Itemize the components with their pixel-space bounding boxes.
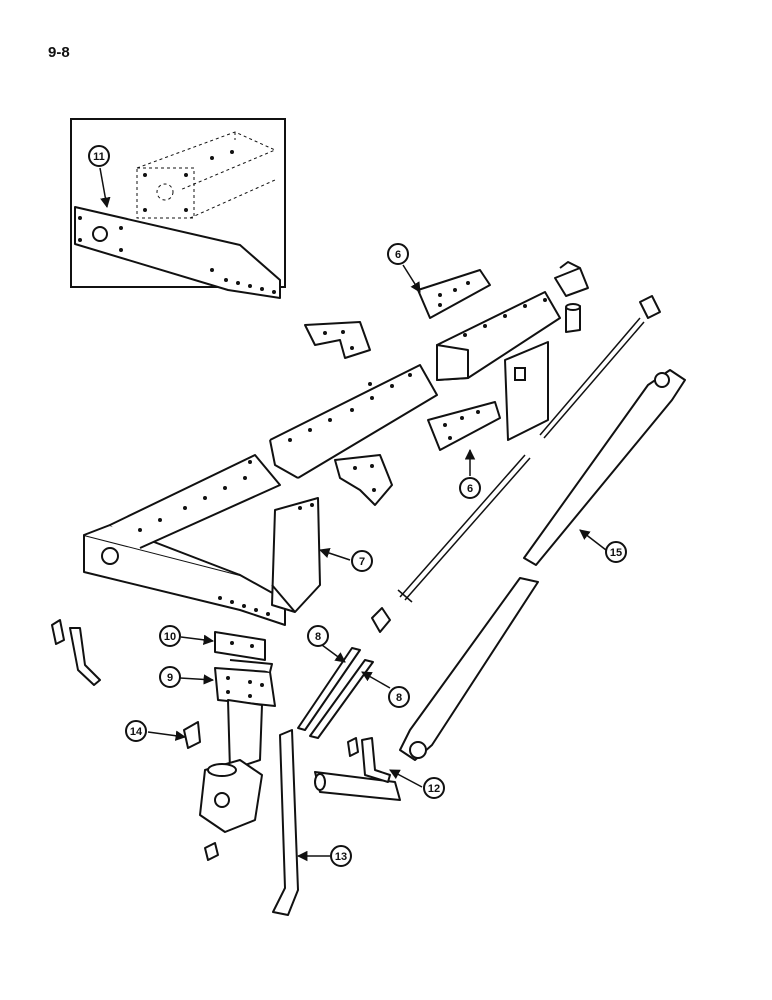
- callout-6-lower: 6: [459, 477, 481, 499]
- clip-left: [51, 619, 101, 686]
- svg-text:6: 6: [467, 483, 473, 495]
- plate-part-9: [214, 659, 276, 707]
- hitch-assembly: [199, 699, 263, 861]
- bracket-part-6-lower: [427, 401, 501, 451]
- callout-9: 9: [159, 666, 181, 688]
- bracket-upper-left: [304, 321, 371, 359]
- callout-8-lower: 8: [388, 686, 410, 708]
- svg-text:14: 14: [130, 726, 143, 738]
- svg-text:8: 8: [396, 692, 402, 704]
- callout-14: 14: [125, 720, 147, 742]
- svg-text:6: 6: [395, 249, 401, 261]
- callout-8-upper: 8: [307, 625, 329, 647]
- bar-part-8: [297, 647, 374, 739]
- svg-text:10: 10: [164, 631, 176, 643]
- plate-part-10: [214, 631, 266, 661]
- bracket-part-6-upper: [417, 269, 491, 319]
- callout-12: 12: [423, 777, 445, 799]
- svg-text:7: 7: [359, 556, 365, 568]
- svg-text:13: 13: [335, 851, 347, 863]
- page-number: 9-8: [48, 44, 70, 61]
- threaded-rod: [397, 295, 661, 603]
- svg-text:15: 15: [610, 547, 622, 559]
- callout-15: 15: [605, 541, 627, 563]
- callout-11: 11: [88, 145, 110, 167]
- svg-text:9: 9: [167, 672, 173, 684]
- nut: [371, 607, 391, 633]
- callout-13: 13: [330, 845, 352, 867]
- clip-part-14: [183, 721, 201, 749]
- bracket-middle: [334, 454, 393, 506]
- svg-text:11: 11: [93, 151, 105, 163]
- main-frame: [83, 291, 561, 626]
- plate-part-11: [74, 206, 281, 299]
- svg-text:8: 8: [315, 631, 321, 643]
- clip-top-right: [554, 261, 589, 297]
- strut-part-15: [399, 369, 686, 761]
- beam-part-7: [271, 497, 321, 613]
- bushing: [565, 303, 581, 333]
- callout-7: 7: [351, 550, 373, 572]
- callout-10: 10: [159, 625, 181, 647]
- inset-box: [70, 118, 286, 299]
- rod-part-13: [272, 729, 299, 916]
- bracket-part-12: [314, 737, 401, 801]
- callout-6-upper: 6: [387, 243, 409, 265]
- svg-text:12: 12: [428, 783, 440, 795]
